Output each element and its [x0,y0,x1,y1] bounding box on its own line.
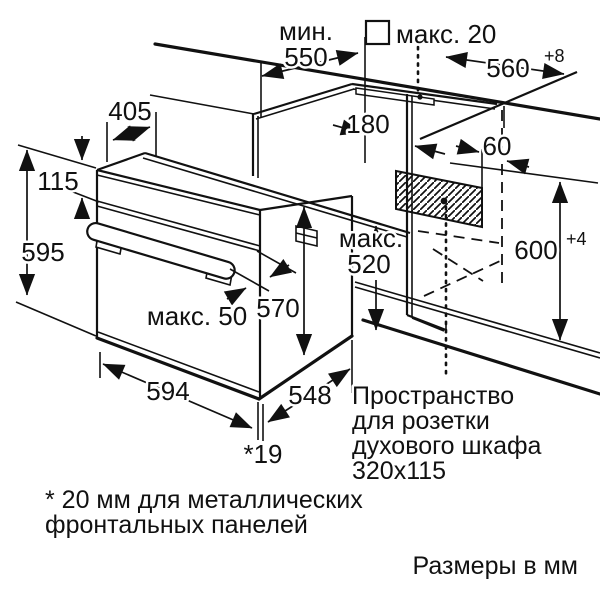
cabinet-niche [354,94,600,396]
label-niche-depth-value: 520 [347,249,390,279]
dim-548-arrow [267,368,351,423]
oven-side-top-edge [259,194,353,212]
label-niche-width-tolerance: +8 [544,46,565,66]
label-socket-front-offset: 180 [346,109,389,139]
dim-50-arrow-right [269,258,293,278]
dim-594-arrow [102,363,253,429]
dimension-arrows [18,50,569,429]
dim-180-arrow-right [414,143,446,160]
label-niche-depth-word: макс. [339,223,403,253]
label-oven-width: 594 [146,376,189,406]
label-panel-height: 115 [37,166,78,196]
dim-60-arrow-left [455,138,480,155]
label-body-depth: 548 [288,380,331,410]
front-panel-square-symbol [364,19,391,46]
dim-405-arrow [112,125,151,142]
dim-560-arrow [445,51,565,80]
label-niche-height: 600 [514,235,557,265]
units-note: Размеры в мм [413,552,578,580]
extension-lines [15,37,505,441]
label-oven-height: 595 [21,237,64,267]
footnote-text: * 20 мм для металлических фронтальных па… [43,484,366,542]
dotted-leaders [416,45,448,376]
label-worktop-depth-word: мин. [279,16,333,46]
svg-text:320x115: 320x115 [352,457,446,485]
dim-550-arrow [261,50,359,79]
socket-space-hatched-area [395,169,483,229]
svg-text:духового шкафа: духового шкафа [352,432,542,460]
label-handle-gap: макс. 50 [147,301,247,331]
dim-180-arrow-left [332,119,363,136]
socket-note-text: Пространство для розетки духового шкафа … [350,380,545,488]
svg-text:Пространство: Пространство [352,382,514,410]
svg-text:для розетки: для розетки [352,407,490,435]
label-front-panel-note: макс. 20 [396,19,496,49]
socket-point-marker [440,197,448,205]
label-niche-height-tolerance: +4 [566,229,587,249]
label-socket-side-offset: 60 [483,131,512,161]
label-top-depth: 405 [108,96,151,126]
svg-text:* 20 мм для металлических: * 20 мм для металлических [45,486,363,514]
label-worktop-depth-value: 550 [284,42,327,72]
dim-50-arrow-left [223,287,247,306]
dim-60-arrow-right [506,158,530,175]
oven-door-handle [86,221,236,287]
svg-text:фронтальных панелей: фронтальных панелей [45,511,308,539]
label-body-height: 570 [256,293,299,323]
label-niche-width: 560 [486,53,529,83]
label-door-protrusion: *19 [243,439,282,469]
